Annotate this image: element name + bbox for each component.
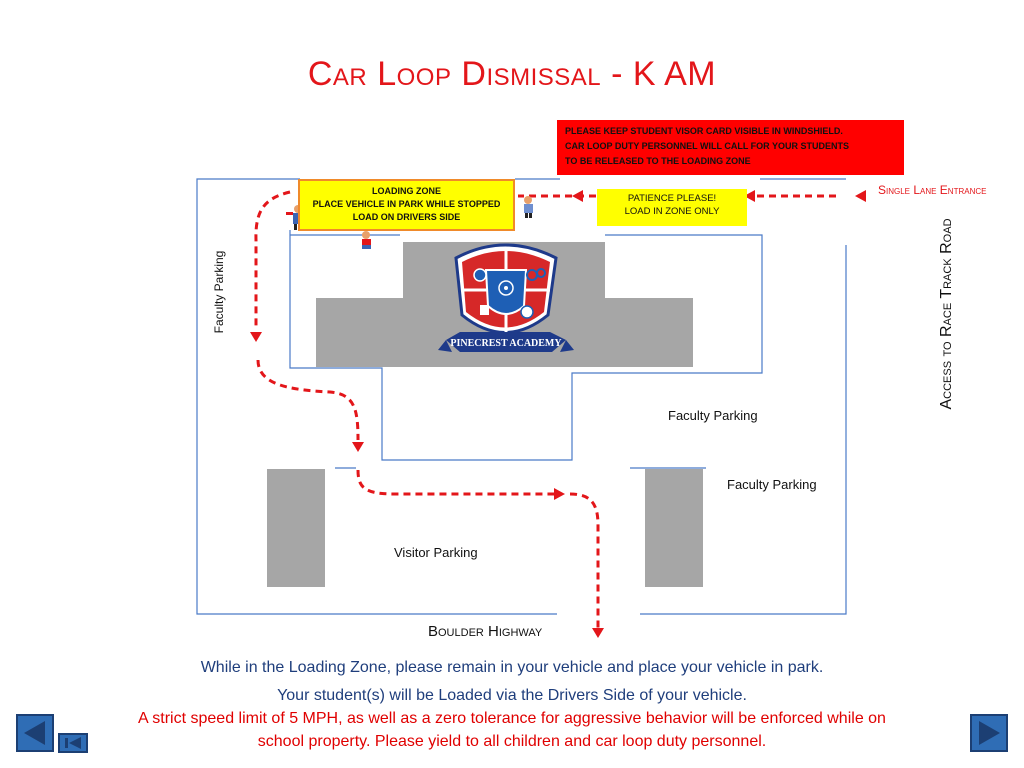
loading-zone-line-1: LOADING ZONE [372, 186, 441, 196]
page-title: Car Loop Dismissal - K AM [307, 55, 717, 93]
patience-line-2: LOAD IN ZONE ONLY [624, 206, 720, 217]
visor-card-notice: PLEASE KEEP STUDENT VISOR CARD VISIBLE I… [557, 120, 904, 175]
property-outline [196, 178, 847, 615]
visitor-parking-label: Visitor Parking [394, 545, 478, 560]
duty-person-figure-3 [362, 231, 371, 249]
visor-notice-line-1: PLEASE KEEP STUDENT VISOR CARD VISIBLE I… [565, 126, 843, 136]
footer-line-2: Your student(s) will be Loaded via the D… [277, 687, 747, 704]
single-lane-entrance-label: Single Lane Entrance [878, 183, 987, 197]
loading-zone-line-3: LOAD ON DRIVERS SIDE [352, 212, 461, 222]
faculty-parking-right-label: Faculty Parking [727, 477, 817, 492]
footer-line-3: A strict speed limit of 5 MPH, as well a… [138, 710, 886, 727]
access-road-label: Access to Race Track Road [938, 218, 955, 410]
car-route [254, 190, 836, 628]
previous-slide-button[interactable] [16, 714, 54, 752]
route-arrowheads [250, 190, 866, 638]
boulder-highway-label: Boulder Highway [428, 623, 543, 640]
first-slide-button[interactable] [58, 733, 88, 753]
footer-line-4: school property. Please yield to all chi… [257, 733, 767, 750]
logo-text: PINECREST ACADEMY [450, 338, 562, 349]
next-slide-button[interactable] [970, 714, 1008, 752]
footer-line-1: While in the Loading Zone, please remain… [200, 659, 824, 676]
visor-notice-line-3: TO BE RELEASED TO THE LOADING ZONE [565, 156, 751, 166]
duty-person-figure-2 [524, 196, 533, 218]
left-parking-lot [267, 469, 325, 587]
patience-sign: PATIENCE PLEASE! LOAD IN ZONE ONLY [597, 189, 747, 226]
loading-zone-line-2: PLACE VEHICLE IN PARK WHILE STOPPED [312, 199, 501, 209]
faculty-parking-center-label: Faculty Parking [668, 408, 758, 423]
first-slide-icon [65, 738, 68, 748]
pinecrest-academy-logo [438, 243, 574, 352]
loading-zone-sign: LOADING ZONE PLACE VEHICLE IN PARK WHILE… [298, 179, 515, 231]
visor-notice-line-2: CAR LOOP DUTY PERSONNEL WILL CALL FOR YO… [565, 141, 850, 151]
faculty-parking-left-label: Faculty Parking [212, 250, 226, 334]
patience-line-1: PATIENCE PLEASE! [627, 193, 717, 204]
next-slide-icon [979, 721, 1000, 745]
previous-slide-icon [24, 721, 45, 745]
right-parking-lot [645, 469, 703, 587]
